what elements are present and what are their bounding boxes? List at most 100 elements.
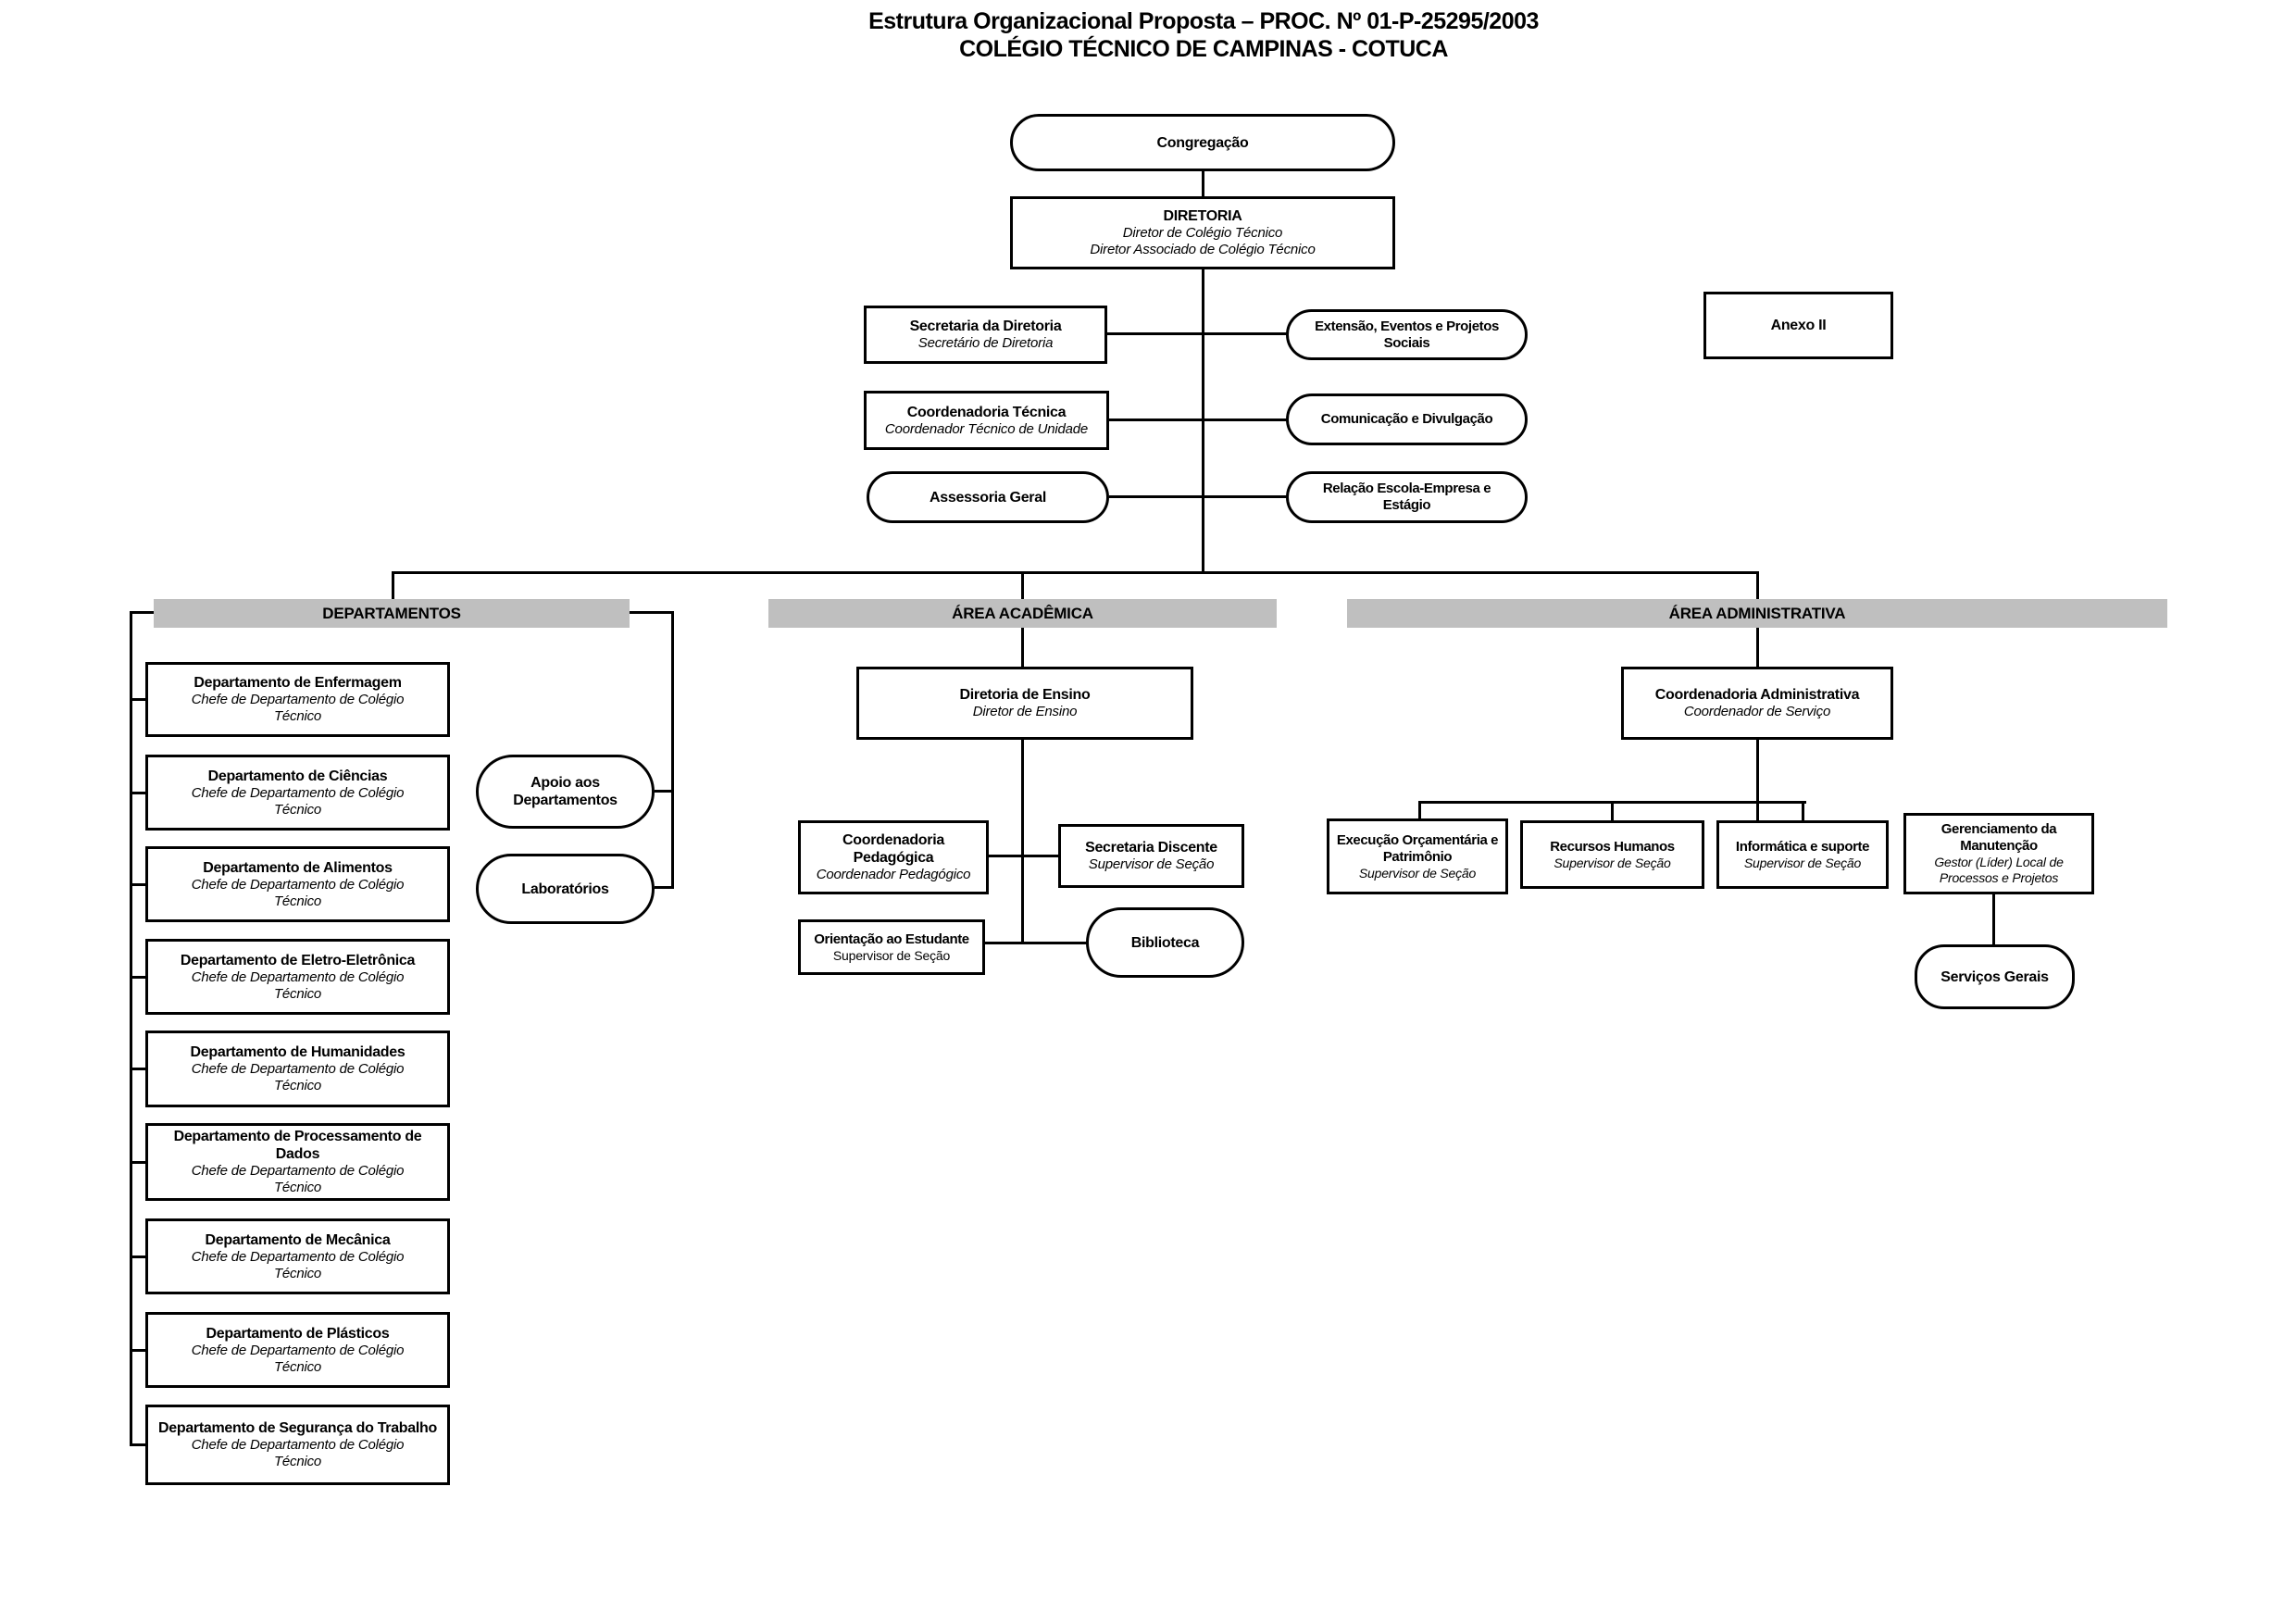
node-title: Serviços Gerais bbox=[1940, 968, 2049, 985]
node-execucao-orcamentaria: Execução Orçamentária e Patrimônio Super… bbox=[1327, 818, 1508, 894]
node-recursos-humanos: Recursos Humanos Supervisor de Seção bbox=[1520, 820, 1704, 889]
node-title: Orientação ao Estudante bbox=[814, 931, 969, 947]
connector-line bbox=[1611, 801, 1614, 821]
node-title: Departamento de Processamento de Dados bbox=[173, 1129, 422, 1162]
connector-line bbox=[1202, 171, 1204, 198]
node-title: Anexo II bbox=[1770, 318, 1827, 333]
node-title: Departamento de Humanidades bbox=[190, 1044, 406, 1060]
node-subtitle: Chefe de Departamento de Colégio Técnico bbox=[191, 784, 405, 818]
node-title: Informática e suporte bbox=[1735, 838, 1870, 855]
node-title: Apoio aos Departamentos bbox=[513, 775, 618, 808]
connector-line bbox=[1802, 801, 1804, 821]
node-subtitle: Coordenador Técnico de Unidade bbox=[884, 420, 1089, 437]
node-subtitle: Secretário de Diretoria bbox=[917, 335, 1054, 351]
node-title: Departamento de Eletro-Eletrônica bbox=[180, 952, 416, 968]
node-title: Secretaria da Diretoria bbox=[909, 319, 1062, 334]
node-subtitle: Chefe de Departamento de Colégio Técnico bbox=[191, 1437, 405, 1469]
connector-line bbox=[671, 611, 674, 889]
node-title: Coordenadoria Pedagógica bbox=[842, 832, 944, 866]
connector-line bbox=[1021, 628, 1024, 667]
node-title: Congregação bbox=[1156, 134, 1249, 151]
connector-line bbox=[1756, 740, 1759, 804]
connector-line bbox=[392, 571, 1759, 574]
node-title: Biblioteca bbox=[1130, 934, 1200, 951]
node-subtitle: Coordenador Pedagógico bbox=[816, 867, 971, 882]
node-title: Relação Escola-Empresa e Estágio bbox=[1322, 481, 1491, 513]
connector-line bbox=[130, 792, 148, 794]
node-subtitle: Supervisor de Seção bbox=[1554, 855, 1671, 870]
node-title: Recursos Humanos bbox=[1550, 838, 1675, 855]
connector-line bbox=[1756, 801, 1759, 821]
node-departamento-enfermagem: Departamento de Enfermagem Chefe de Depa… bbox=[145, 662, 450, 737]
connector-line bbox=[1109, 418, 1289, 421]
node-departamento-mecanica: Departamento de Mecânica Chefe de Depart… bbox=[145, 1218, 450, 1294]
node-departamento-plasticos: Departamento de Plásticos Chefe de Depar… bbox=[145, 1312, 450, 1388]
node-departamento-processamento-dados: Departamento de Processamento de Dados C… bbox=[145, 1123, 450, 1201]
node-title: Diretoria de Ensino bbox=[959, 687, 1091, 703]
connector-line bbox=[130, 1349, 148, 1352]
connector-line bbox=[1202, 269, 1204, 574]
node-coordenadoria-pedagogica: Coordenadoria Pedagógica Coordenador Ped… bbox=[798, 820, 989, 894]
connector-line bbox=[130, 698, 148, 701]
connector-line bbox=[130, 1161, 148, 1164]
connector-line bbox=[130, 883, 148, 886]
node-subtitle: Coordenador de Serviço bbox=[1683, 704, 1831, 719]
node-departamento-alimentos: Departamento de Alimentos Chefe de Depar… bbox=[145, 846, 450, 922]
connector-line bbox=[1021, 571, 1024, 600]
connector-line bbox=[392, 571, 394, 600]
node-departamento-eletro-eletronica: Departamento de Eletro-Eletrônica Chefe … bbox=[145, 939, 450, 1015]
page-title-line2: COLÉGIO TÉCNICO DE CAMPINAS - COTUCA bbox=[959, 36, 1448, 62]
node-biblioteca: Biblioteca bbox=[1086, 907, 1244, 978]
node-coordenadoria-tecnica: Coordenadoria Técnica Coordenador Técnic… bbox=[864, 391, 1109, 450]
section-label: ÁREA ADMINISTRATIVA bbox=[1668, 604, 1846, 622]
node-title: Secretaria Discente bbox=[1085, 840, 1217, 856]
connector-line bbox=[630, 611, 674, 614]
node-departamento-ciencias: Departamento de Ciências Chefe de Depart… bbox=[145, 755, 450, 831]
node-title: Departamento de Plásticos bbox=[206, 1325, 390, 1342]
node-comunicacao-divulgacao: Comunicação e Divulgação bbox=[1286, 394, 1528, 445]
connector-line bbox=[1109, 495, 1289, 498]
connector-line bbox=[130, 1443, 148, 1446]
node-title: Extensão, Eventos e Projetos Sociais bbox=[1315, 318, 1499, 351]
node-anexo-ii: Anexo II bbox=[1703, 292, 1893, 359]
node-departamento-seguranca-trabalho: Departamento de Segurança do Trabalho Ch… bbox=[145, 1405, 450, 1485]
node-congregacao: Congregação bbox=[1010, 114, 1395, 171]
connector-line bbox=[655, 886, 673, 889]
node-coordenadoria-administrativa: Coordenadoria Administrativa Coordenador… bbox=[1621, 667, 1893, 740]
node-relacao-escola-empresa: Relação Escola-Empresa e Estágio bbox=[1286, 471, 1528, 523]
connector-line bbox=[655, 790, 673, 793]
section-label: DEPARTAMENTOS bbox=[322, 604, 461, 622]
node-subtitle: Chefe de Departamento de Colégio Técnico bbox=[191, 692, 405, 724]
connector-line bbox=[1021, 740, 1024, 944]
connector-line bbox=[130, 1068, 148, 1070]
node-laboratorios: Laboratórios bbox=[476, 854, 655, 924]
node-title: Departamento de Ciências bbox=[207, 768, 388, 784]
connector-line bbox=[130, 1255, 148, 1258]
node-subtitle: Chefe de Departamento de Colégio Técnico bbox=[191, 1342, 405, 1375]
node-title: Assessoria Geral bbox=[930, 489, 1046, 506]
node-subtitle: Supervisor de Seção bbox=[1088, 856, 1215, 872]
node-subtitle: Supervisor de Seção bbox=[832, 947, 951, 963]
node-subtitle: Diretor Associado de Colégio Técnico bbox=[1090, 242, 1316, 257]
connector-line bbox=[1756, 628, 1759, 667]
node-secretaria-diretoria: Secretaria da Diretoria Secretário de Di… bbox=[864, 306, 1107, 364]
node-title: Comunicação e Divulgação bbox=[1320, 411, 1493, 427]
node-title: Coordenadoria Técnica bbox=[906, 404, 1067, 420]
section-bar-area-administrativa: ÁREA ADMINISTRATIVA bbox=[1347, 599, 2167, 628]
node-title: Laboratórios bbox=[521, 881, 609, 897]
node-subtitle: Diretor de Ensino bbox=[972, 704, 1078, 719]
node-subtitle: Chefe de Departamento de Colégio Técnico bbox=[191, 1061, 405, 1093]
node-subtitle: Diretor de Colégio Técnico bbox=[1122, 225, 1283, 241]
node-title: Departamento de Enfermagem bbox=[193, 675, 402, 691]
node-title: Departamento de Mecânica bbox=[205, 1231, 391, 1248]
node-subtitle: Chefe de Departamento de Colégio Técnico bbox=[191, 1163, 405, 1195]
node-title: Execução Orçamentária e Patrimônio bbox=[1336, 831, 1499, 865]
connector-line bbox=[1992, 894, 1995, 944]
connector-line bbox=[130, 976, 148, 979]
connector-line bbox=[1418, 801, 1421, 819]
connector-line bbox=[1756, 571, 1759, 600]
node-subtitle: Chefe de Departamento de Colégio Técnico bbox=[191, 876, 405, 909]
node-informatica-suporte: Informática e suporte Supervisor de Seçã… bbox=[1716, 820, 1889, 889]
node-assessoria-geral: Assessoria Geral bbox=[867, 471, 1109, 523]
